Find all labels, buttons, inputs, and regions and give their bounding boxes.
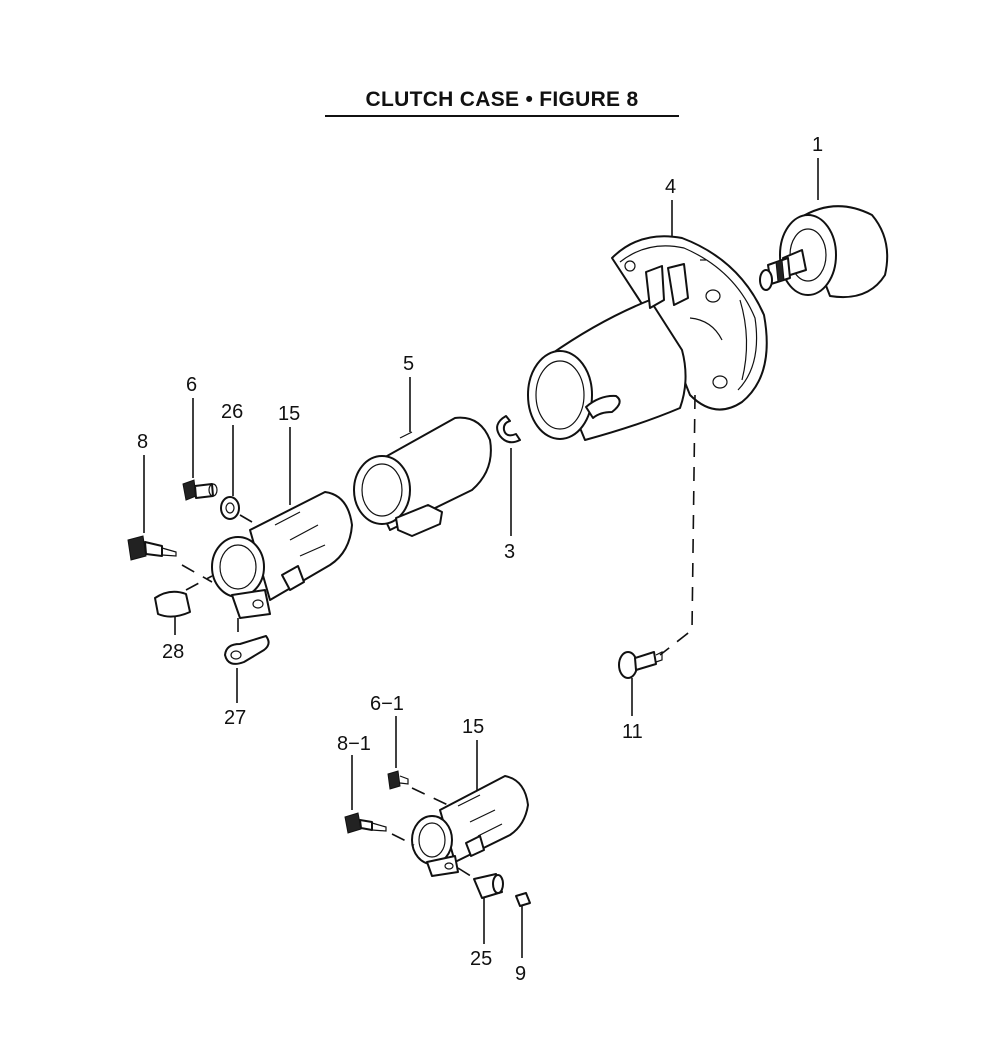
label-part-15-lower: 15 (462, 716, 484, 738)
axis-25 (457, 867, 475, 879)
part-6-bolt (182, 479, 218, 501)
axis-8 (181, 564, 213, 583)
label-part-5: 5 (403, 353, 414, 375)
part-25-pin (473, 873, 504, 899)
label-part-6-1: 6−1 (370, 693, 404, 715)
part-8-knob-bolt (127, 535, 177, 561)
axis-28 (185, 575, 213, 591)
label-part-8-1: 8−1 (337, 733, 371, 755)
label-part-26: 26 (221, 401, 243, 423)
label-part-25: 25 (470, 948, 492, 970)
leader-4-to-11 (659, 394, 696, 656)
part-4-clutch-case (527, 235, 768, 441)
part-8-1-knob-bolt (344, 812, 387, 834)
part-27-lug (224, 635, 270, 665)
axis-8-1 (391, 833, 415, 846)
axis-26 (239, 514, 253, 523)
label-part-11: 11 (622, 721, 643, 743)
title-underline (325, 115, 679, 117)
part-3-snap-ring (496, 415, 521, 444)
part-9-nut (515, 892, 531, 907)
label-part-27: 27 (224, 707, 246, 729)
label-part-28: 28 (162, 641, 184, 663)
part-1-clutch-drum (759, 205, 889, 299)
label-part-8: 8 (137, 431, 148, 453)
label-part-4: 4 (665, 176, 676, 198)
part-11-screw (618, 651, 663, 679)
label-part-1: 1 (812, 134, 823, 156)
label-part-15-upper: 15 (278, 403, 300, 425)
part-15-clamp-upper (211, 491, 353, 619)
part-26-washer (220, 496, 240, 520)
part-28-tab (154, 590, 191, 618)
part-5-sleeve (353, 416, 492, 537)
axis-6-1 (411, 787, 449, 806)
label-part-6: 6 (186, 374, 197, 396)
part-15-clamp-lower (411, 775, 529, 877)
part-6-1-bolt (387, 770, 409, 790)
label-part-3: 3 (504, 541, 515, 563)
label-part-9: 9 (515, 963, 526, 985)
diagram-title: CLUTCH CASE • FIGURE 8 (365, 88, 639, 111)
